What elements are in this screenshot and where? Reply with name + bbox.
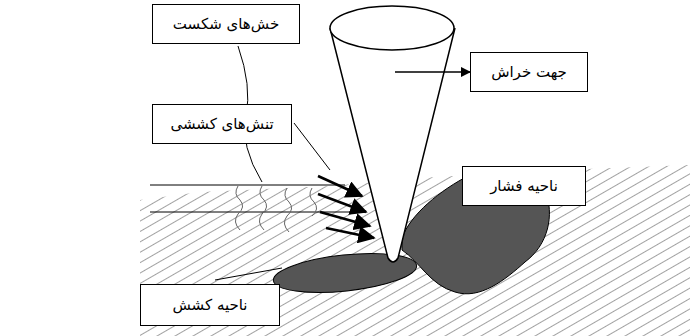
label-box: خش‌های شکست: [152, 4, 300, 44]
label-text: جهت خراش: [485, 63, 573, 81]
label-text: خش‌های شکست: [167, 15, 285, 33]
surface-line: [150, 212, 360, 213]
label-box: ناحیه فشار: [462, 166, 586, 206]
label-text: ناحیه فشار: [484, 177, 564, 195]
stress-arrows: [318, 176, 374, 238]
leader-lines: [215, 46, 505, 280]
cone-indenter: [330, 28, 455, 262]
label-text: تنش‌های کششی: [164, 115, 279, 133]
surface-line: [150, 185, 345, 186]
cone-top: [330, 6, 454, 50]
label-box: جهت خراش: [470, 52, 588, 92]
label-box: تنش‌های کششی: [152, 104, 292, 144]
label-box: ناحیه کشش: [140, 284, 280, 326]
direction-arrow: [395, 71, 470, 73]
fracture-cracks: [235, 186, 316, 232]
label-text: ناحیه کشش: [167, 296, 254, 314]
